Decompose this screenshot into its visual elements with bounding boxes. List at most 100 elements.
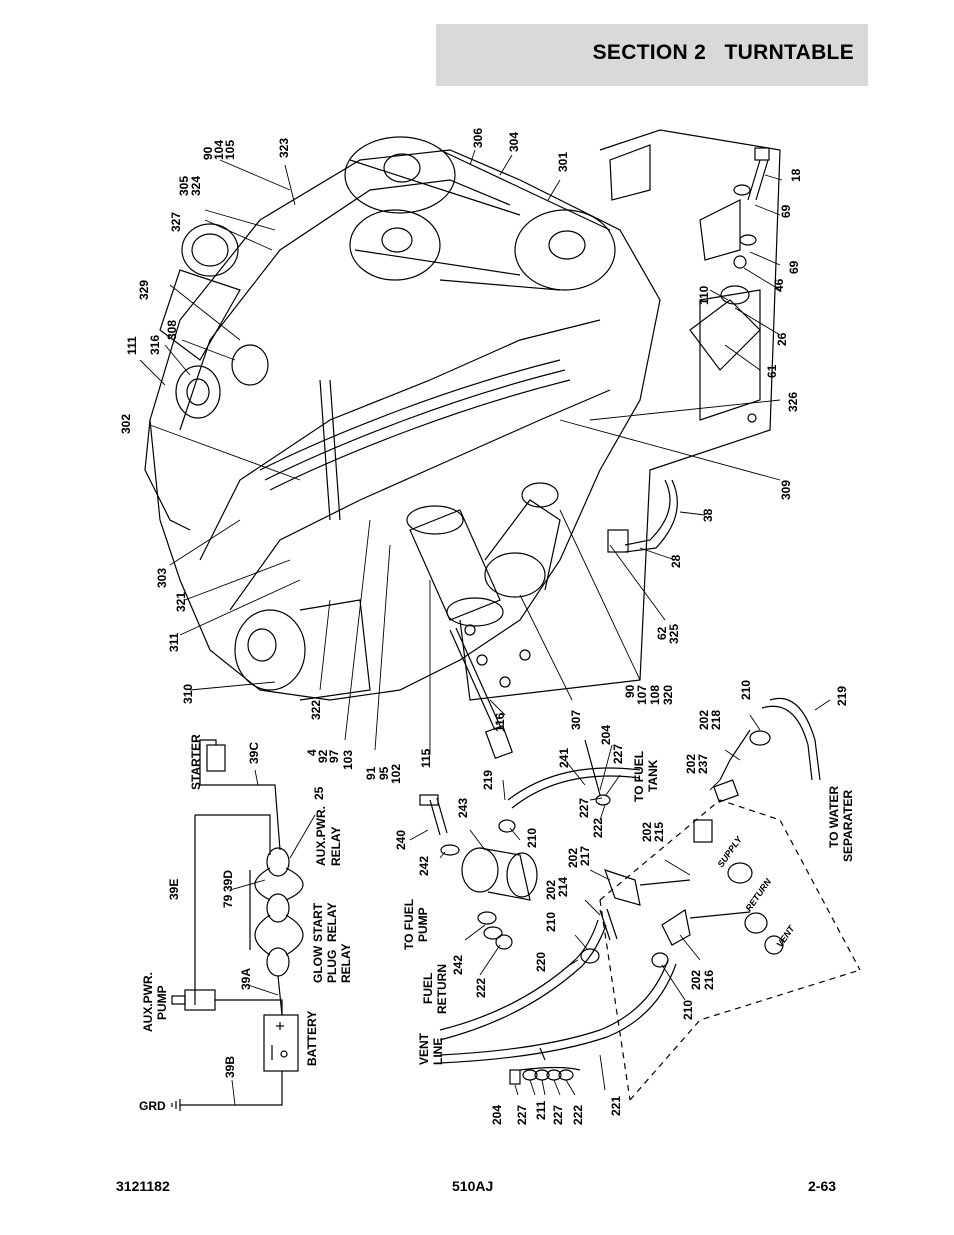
- callout-316: 316: [148, 335, 162, 355]
- label-aux-pwr-pump: PUMP: [155, 985, 169, 1020]
- callout-325: 325: [667, 624, 681, 644]
- callout-219: 219: [835, 686, 849, 706]
- engine-illustration: [144, 129, 781, 760]
- callout-324: 324: [189, 176, 203, 196]
- callout-39e: 39E: [167, 879, 181, 900]
- callout-202: 202: [566, 848, 580, 868]
- leader-lines: [139, 149, 831, 1106]
- callout-303: 303: [155, 568, 169, 588]
- label-grd: GRD: [139, 1099, 166, 1113]
- callout-310: 310: [181, 684, 195, 704]
- label-vent-line: LINE: [431, 1038, 445, 1065]
- callout-320: 320: [661, 685, 675, 705]
- callout-237: 237: [696, 754, 710, 774]
- label-vent: VENT: [774, 923, 797, 950]
- label-aux-pwr-pump: AUX.PWR.: [141, 972, 155, 1032]
- callout-90: 90: [201, 146, 215, 160]
- callout-242: 242: [417, 856, 431, 876]
- label-start-relay: START: [311, 902, 325, 942]
- callout-243: 243: [456, 798, 470, 818]
- component-labels: STARTER AUX.PWR. RELAY GLOW PLUG RELAY S…: [139, 734, 855, 1113]
- callout-222: 222: [591, 818, 605, 838]
- callout-227: 227: [515, 1105, 529, 1125]
- callout-90: 90: [623, 684, 637, 698]
- section-title: SECTION 2 TURNTABLE: [592, 41, 854, 64]
- callout-107: 107: [635, 685, 649, 705]
- callout-111: 111: [125, 336, 139, 355]
- section-header: SECTION 2 TURNTABLE: [436, 24, 868, 86]
- label-supply: SUPPLY: [715, 834, 744, 870]
- callout-327: 327: [169, 212, 183, 232]
- callout-25: 25: [312, 786, 326, 800]
- callout-227: 227: [577, 798, 591, 818]
- callout-numbers: 306 304 301 90 104 105 323 305 324 327 1…: [119, 128, 849, 1125]
- label-fuel-return: RETURN: [435, 964, 449, 1014]
- callout-222: 222: [474, 978, 488, 998]
- callout-242: 242: [451, 955, 465, 975]
- callout-222: 222: [571, 1105, 585, 1125]
- callout-227: 227: [611, 744, 625, 764]
- callout-221: 221: [609, 1096, 623, 1116]
- callout-326: 326: [786, 392, 800, 412]
- callout-202: 202: [684, 754, 698, 774]
- callout-306: 306: [471, 128, 485, 148]
- callout-214: 214: [556, 877, 570, 897]
- callout-202: 202: [689, 970, 703, 990]
- callout-202: 202: [544, 880, 558, 900]
- callout-39d: 39D: [221, 870, 235, 892]
- fuel-system: [419, 697, 861, 1101]
- callout-210: 210: [739, 680, 753, 700]
- label-battery: BATTERY: [305, 1011, 319, 1066]
- callout-39a: 39A: [239, 968, 253, 990]
- callout-26: 26: [775, 332, 789, 346]
- label-return: RETURN: [743, 876, 773, 913]
- callout-4: 4: [305, 749, 319, 756]
- callout-241: 241: [557, 748, 571, 768]
- callout-62: 62: [655, 626, 669, 640]
- callout-38: 38: [701, 508, 715, 522]
- callout-218: 218: [709, 710, 723, 730]
- label-fuel-return: FUEL: [421, 973, 435, 1004]
- callout-202: 202: [640, 822, 654, 842]
- label-to-fuel-tank: TO FUEL: [632, 751, 646, 802]
- callout-219: 219: [481, 770, 495, 790]
- callout-46: 46: [772, 278, 786, 292]
- callout-216: 216: [702, 970, 716, 990]
- callout-329: 329: [137, 280, 151, 300]
- doc-number: 3121182: [116, 1178, 170, 1194]
- callout-92: 92: [316, 749, 330, 763]
- callout-39b: 39B: [223, 1056, 237, 1078]
- callout-302: 302: [119, 414, 133, 434]
- page-number: 2-63: [808, 1178, 837, 1194]
- callout-95: 95: [377, 766, 391, 780]
- label-start-relay: RELAY: [325, 902, 339, 942]
- callout-202: 202: [697, 710, 711, 730]
- callout-103: 103: [341, 750, 355, 770]
- callout-301: 301: [556, 152, 570, 172]
- label-aux-pwr-relay: RELAY: [329, 826, 343, 866]
- label-to-fuel-tank: TANK: [646, 759, 660, 792]
- callout-115: 115: [419, 748, 433, 768]
- callout-91: 91: [364, 766, 378, 780]
- callout-204: 204: [490, 1105, 504, 1125]
- callout-322: 322: [309, 700, 323, 720]
- label-to-fuel-pump: TO FUEL: [402, 899, 416, 950]
- callout-210: 210: [544, 912, 558, 932]
- callout-311: 311: [167, 632, 181, 652]
- callout-323: 323: [277, 138, 291, 158]
- callout-18: 18: [789, 168, 803, 182]
- callout-102: 102: [389, 764, 403, 784]
- callout-308: 308: [165, 320, 179, 340]
- callout-217: 217: [578, 846, 592, 866]
- callout-210: 210: [681, 1000, 695, 1020]
- label-glow-plug-relay: GLOW: [311, 945, 325, 983]
- callout-116: 116: [493, 712, 507, 732]
- label-glow-plug-relay: RELAY: [339, 943, 353, 983]
- callout-110: 110: [697, 285, 711, 305]
- label-starter: STARTER: [189, 734, 203, 790]
- label-vent-line: VENT: [417, 1032, 431, 1065]
- label-to-fuel-pump: PUMP: [416, 907, 430, 942]
- callout-104: 104: [212, 140, 226, 160]
- callout-307: 307: [569, 710, 583, 730]
